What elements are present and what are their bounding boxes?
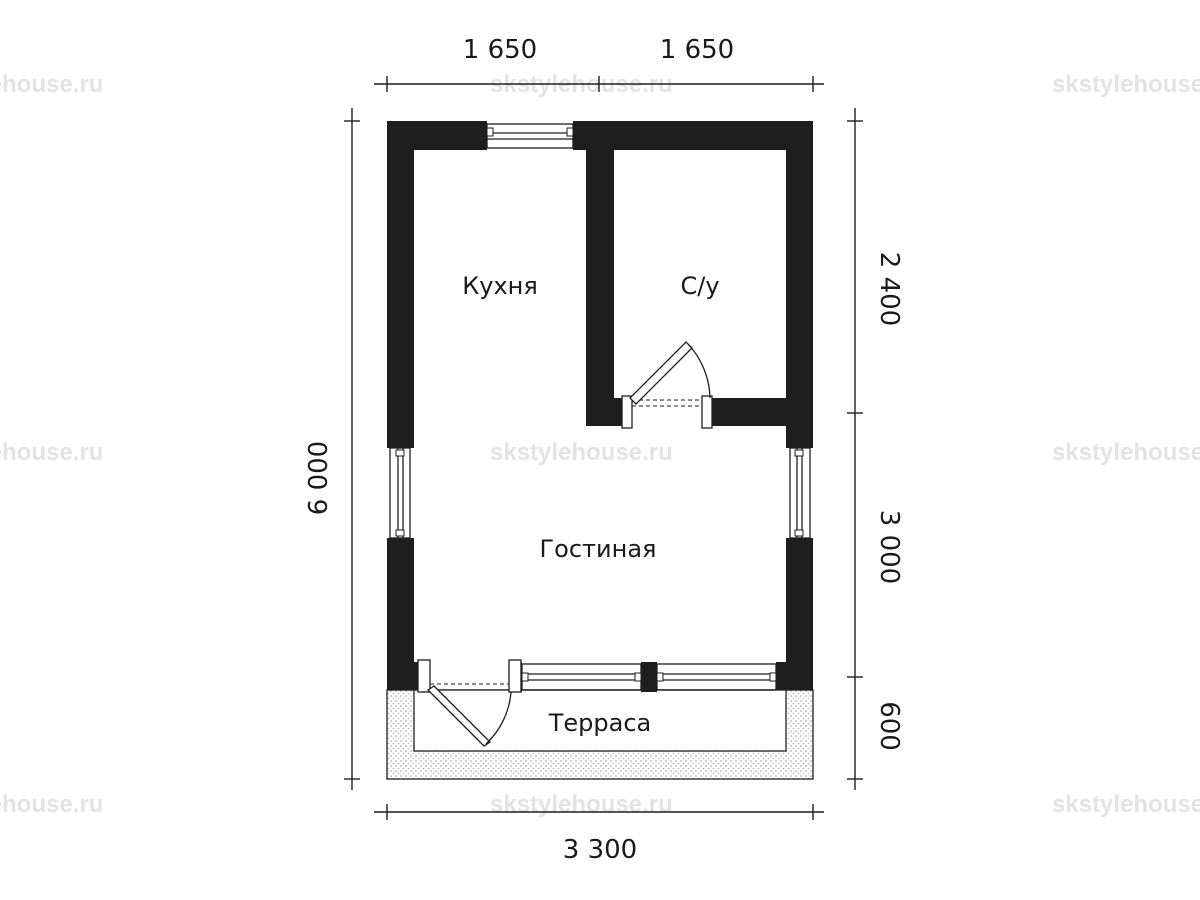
wall-segment xyxy=(776,662,813,690)
dimension-label-left: 6 000 xyxy=(304,441,334,515)
dimension-labels: 1 650 1 650 3 300 6 000 2 400 3 000 600 xyxy=(304,35,904,865)
wall-segment xyxy=(641,662,657,692)
wall-segment xyxy=(586,398,622,426)
room-labels: Кухня С/у Гостиная Терраса xyxy=(462,272,719,737)
watermark-text: lehouse.ru xyxy=(0,439,103,466)
door-entrance xyxy=(417,659,522,747)
window-right xyxy=(789,447,811,539)
room-label-living: Гостиная xyxy=(540,535,657,563)
watermark-text: lehouse.ru xyxy=(0,71,103,98)
wall-segment xyxy=(387,662,418,690)
window-top xyxy=(486,123,574,149)
wall-segment xyxy=(387,121,414,448)
dimension-label-top-left: 1 650 xyxy=(463,35,537,65)
dimension-label-top-right: 1 650 xyxy=(660,35,734,65)
dimension-label-right-bottom: 600 xyxy=(874,701,904,751)
window-bottom-1 xyxy=(521,663,642,691)
walls xyxy=(387,121,813,692)
room-label-kitchen: Кухня xyxy=(462,272,538,300)
terrace-floor xyxy=(386,689,814,780)
window-left xyxy=(389,447,411,539)
door-bathroom xyxy=(621,341,713,429)
watermark-text: skstylehouse.ru xyxy=(1052,791,1200,818)
watermark-text: lehouse.ru xyxy=(0,791,103,818)
room-label-bathroom: С/у xyxy=(680,272,719,300)
watermark-text: skstylehouse.ru xyxy=(490,439,673,466)
watermark-text: skstylehouse.ru xyxy=(1052,71,1200,98)
wall-segment xyxy=(586,121,614,426)
wall-segment xyxy=(786,121,813,448)
room-label-terrace: Терраса xyxy=(548,709,652,737)
dimension-label-bottom: 3 300 xyxy=(563,835,637,865)
windows xyxy=(389,123,811,691)
doors xyxy=(417,341,713,747)
window-bottom-2 xyxy=(656,663,777,691)
watermarks: lehouse.ru skstylehouse.ru skstylehouse.… xyxy=(0,71,1200,818)
dimension-label-right-middle: 3 000 xyxy=(874,510,904,584)
dimension-label-right-top: 2 400 xyxy=(874,252,904,326)
dimension-lines xyxy=(344,76,863,820)
wall-segment xyxy=(712,398,786,426)
watermark-text: skstylehouse.ru xyxy=(1052,439,1200,466)
watermark-text: skstylehouse.ru xyxy=(490,791,673,818)
